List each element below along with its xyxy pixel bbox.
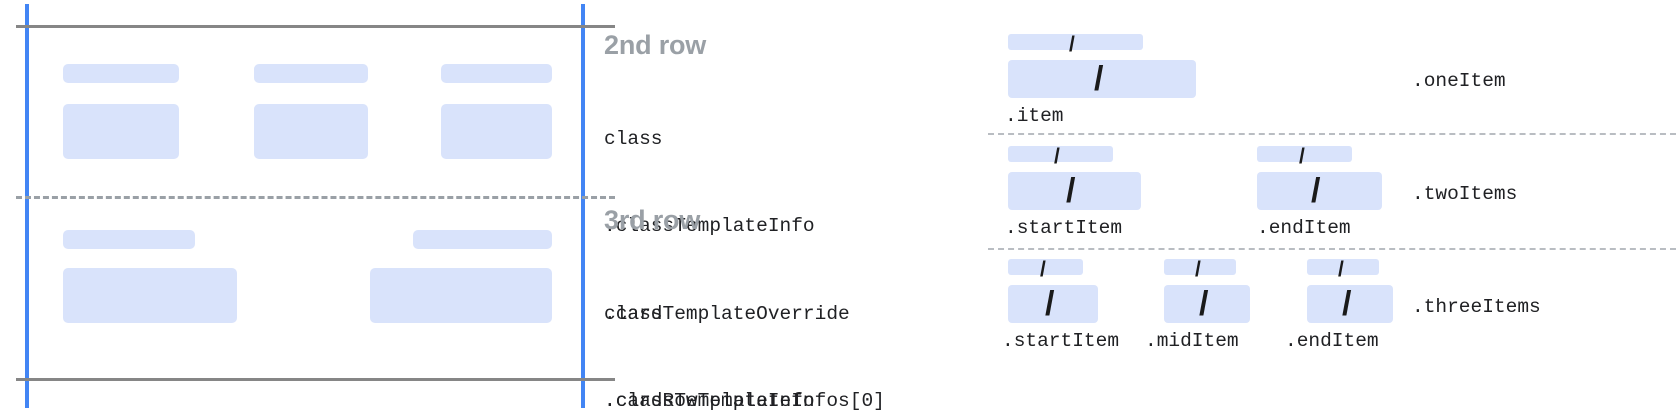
caption-row-2-title: 2nd row bbox=[604, 30, 707, 60]
slot-end-item-three-value-bar bbox=[1307, 285, 1393, 323]
band-divider-1 bbox=[988, 133, 1676, 135]
bottom-boundary-line bbox=[16, 378, 615, 381]
slot-mid-item-three-label-bar bbox=[1164, 259, 1236, 275]
row3-cell1-value-block bbox=[63, 268, 237, 323]
slot-end-item-two-caption: .endItem bbox=[1257, 217, 1351, 239]
row2-cell2-label-block bbox=[254, 64, 368, 83]
row3-cell1-label-block bbox=[63, 230, 195, 249]
card-row-wireframe bbox=[0, 0, 620, 412]
caption-row-3-line-1: .classTemplateInfo bbox=[604, 390, 815, 412]
caption-row-2: 2nd row class .classTemplateInfo .cardTe… bbox=[604, 30, 885, 412]
slot-mid-item-three-caption: .midItem bbox=[1145, 330, 1239, 352]
item-layout-one-item-caption: .oneItem bbox=[1412, 70, 1506, 92]
slot-start-item-two-caption: .startItem bbox=[1005, 217, 1123, 239]
top-boundary-line bbox=[16, 25, 615, 28]
row2-cell3-label-block bbox=[441, 64, 552, 83]
caption-row-3-lines: class .classTemplateInfo .cardTemplateOv… bbox=[604, 242, 885, 412]
caption-row-2-line-0: class bbox=[604, 128, 663, 151]
item-layout-three-items-caption: .threeItems bbox=[1412, 296, 1541, 318]
slot-start-item-three-caption: .startItem bbox=[1002, 330, 1120, 352]
caption-row-2-line-2: .cardTemplateOverride bbox=[604, 302, 850, 325]
slot-start-item-two-label-bar bbox=[1008, 146, 1113, 162]
row2-cell2-value-block bbox=[254, 104, 368, 159]
slot-item-caption: .item bbox=[1005, 105, 1064, 127]
slot-end-item-three-caption: .endItem bbox=[1285, 330, 1379, 352]
caption-row-3-line-0: class bbox=[604, 303, 663, 326]
row-divider-line bbox=[16, 196, 615, 199]
caption-row-2-lines: class .classTemplateInfo .cardTemplateOv… bbox=[604, 67, 885, 412]
item-layout-two-items-caption: .twoItems bbox=[1412, 183, 1518, 205]
slot-start-item-three-label-bar bbox=[1008, 259, 1083, 275]
item-layout-panel: / / .item .oneItem / / .startItem / / bbox=[980, 0, 1676, 412]
slot-start-item-three-value-bar bbox=[1008, 285, 1098, 323]
slot-end-item-three-label-bar bbox=[1307, 259, 1379, 275]
right-edge-guide bbox=[581, 4, 585, 408]
band-divider-2 bbox=[988, 248, 1676, 250]
slot-item-label-bar bbox=[1008, 34, 1143, 50]
caption-row-2-line-3: .cardRowTemplateInfos[0] bbox=[604, 389, 885, 412]
slot-end-item-two-label-bar bbox=[1257, 146, 1352, 162]
caption-row-3-title: 3rd row bbox=[604, 205, 701, 235]
row3-cell2-label-block bbox=[413, 230, 552, 249]
slot-start-item-two-value-bar bbox=[1008, 172, 1141, 210]
row2-cell3-value-block bbox=[441, 104, 552, 159]
slot-end-item-two-value-bar bbox=[1257, 172, 1382, 210]
slot-item-value-bar bbox=[1008, 60, 1196, 98]
caption-row-2-line-1: .classTemplateInfo bbox=[604, 215, 815, 238]
row2-cell1-value-block bbox=[63, 104, 179, 159]
caption-row-3: 3rd row class .classTemplateInfo .cardTe… bbox=[604, 205, 885, 412]
slot-mid-item-three-value-bar bbox=[1164, 285, 1250, 323]
left-edge-guide bbox=[25, 4, 29, 408]
row2-cell1-label-block bbox=[63, 64, 179, 83]
row3-cell2-value-block bbox=[370, 268, 552, 323]
